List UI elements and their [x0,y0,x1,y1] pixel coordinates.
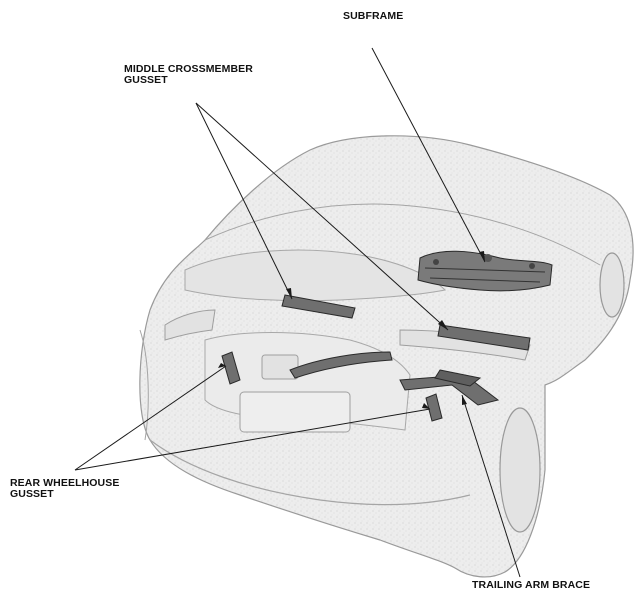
subframe-part [417,250,553,292]
rear-emblem [261,354,299,380]
roof-line [204,203,601,266]
trailing-arm-brace-label: TRAILING ARM BRACE [472,579,591,591]
rear-wheelhouse-gusset-left [221,351,241,385]
rear-wheelhouse-leader-left [74,365,227,471]
middle-crossmember-gusset-left [281,294,356,319]
rear-wheelhouse-gusset-right [425,393,443,422]
rear-bumper [149,439,471,506]
rear-wheelhouse-leader-right [74,408,431,471]
rear-wheelhouse-gusset-label: REAR WHEELHOUSE GUSSET [10,477,120,500]
trailing-arm-brace-leader [461,394,521,578]
right-front-wheel [599,252,625,318]
trailing-arm-brace [289,351,500,406]
subframe-label: SUBFRAME [343,10,404,22]
leader-lines [74,47,521,578]
rear-window [184,249,447,302]
left-wheel-arch [139,329,149,441]
middle-crossmember-gusset-label: MIDDLE CROSSMEMBER GUSSET [124,63,253,86]
subframe-leader [371,47,486,263]
leader-arrowheads [218,251,485,409]
left-tail-light [164,309,216,341]
middle-crossmember-gusset-right [437,324,531,351]
right-rear-wheel [499,407,541,533]
middle-crossmember-leader-right [195,102,449,331]
middle-crossmember-leader-left [195,102,293,300]
